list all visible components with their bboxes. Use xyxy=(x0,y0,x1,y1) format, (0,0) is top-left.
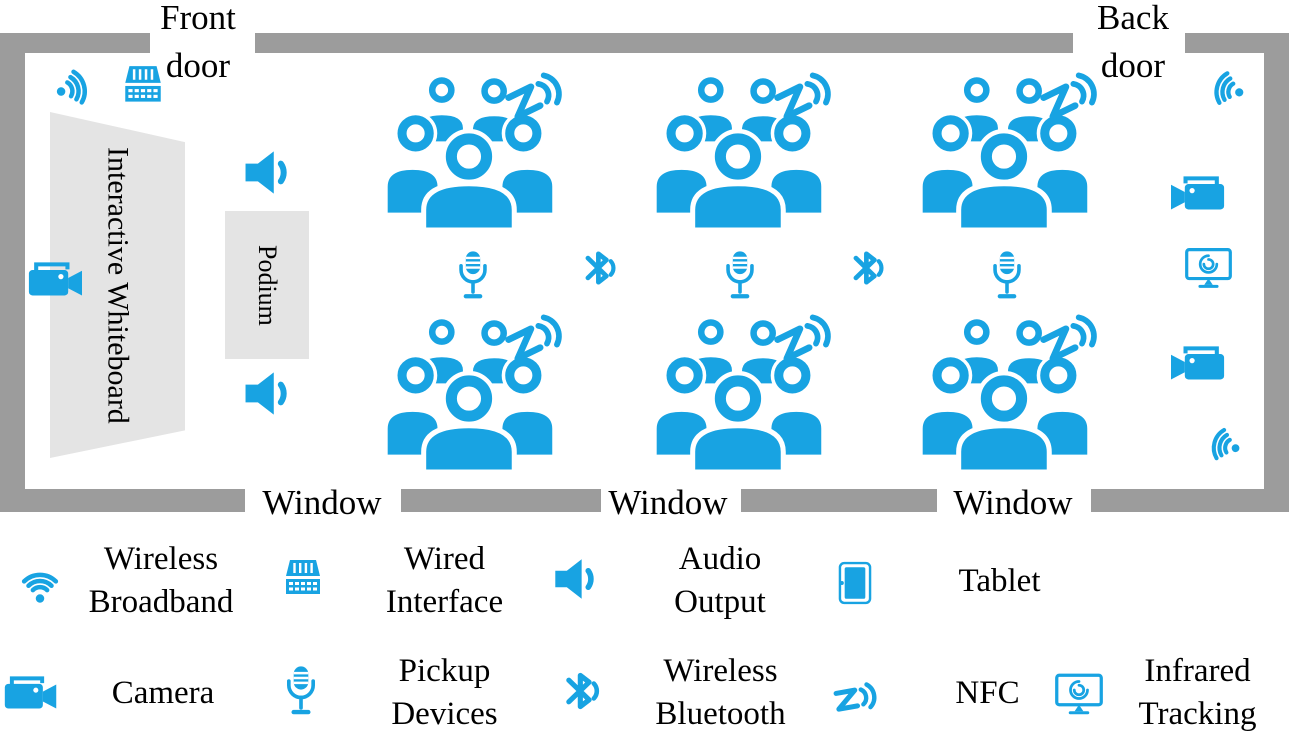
nfc-icon xyxy=(830,676,881,717)
tablet-icon xyxy=(838,560,872,606)
wifi-icon xyxy=(1194,59,1253,118)
infrared-monitor-icon xyxy=(1184,246,1233,292)
microphone-icon xyxy=(454,249,492,304)
speaker-icon xyxy=(242,366,302,421)
audience-group xyxy=(918,318,1100,472)
podium: Podium xyxy=(225,211,309,359)
window-label-2: Window xyxy=(608,483,728,522)
audience-group xyxy=(383,76,565,230)
legend-label-audio-output: Audio Output xyxy=(674,541,766,620)
camera-icon xyxy=(26,256,90,303)
microphone-icon xyxy=(721,249,759,304)
podium-label: Podium xyxy=(253,244,282,326)
bluetooth-icon xyxy=(578,242,620,294)
wall-top-middle xyxy=(255,33,1073,53)
audience-group xyxy=(918,76,1100,230)
camera-icon xyxy=(1163,340,1227,387)
camera-icon xyxy=(1163,170,1227,217)
legend-label-wireless-bluetooth: Wireless Bluetooth xyxy=(655,653,786,732)
legend-label-nfc: NFC xyxy=(955,674,1020,711)
speaker-icon xyxy=(552,554,608,604)
microphone-icon xyxy=(282,664,320,720)
legend-label-wired-interface: Wired Interface xyxy=(385,541,504,620)
bluetooth-icon xyxy=(846,242,888,294)
wall-left xyxy=(0,33,25,512)
wall-bottom-1 xyxy=(0,489,245,512)
back-door-label: Back door xyxy=(1097,0,1169,85)
wall-top-left xyxy=(0,33,150,53)
bluetooth-icon xyxy=(558,664,604,718)
wifi-icon xyxy=(1192,416,1248,472)
wall-top-right xyxy=(1185,33,1289,53)
legend-label-wireless-broadband: Wireless Broadband xyxy=(88,541,234,620)
front-door-label: Front door xyxy=(160,0,236,85)
wall-bottom-2 xyxy=(401,489,601,512)
legend-label-camera: Camera xyxy=(111,674,215,711)
audience-group xyxy=(652,318,834,472)
legend-label-infrared-tracking: Infrared Tracking xyxy=(1138,653,1257,732)
camera-icon xyxy=(2,670,64,716)
wired-interface-icon xyxy=(280,558,326,602)
window-label-1: Window xyxy=(262,483,382,522)
wall-bottom-3 xyxy=(741,489,937,512)
legend-label-tablet: Tablet xyxy=(958,562,1041,599)
speaker-icon xyxy=(242,145,302,200)
wall-bottom-4 xyxy=(1091,489,1289,512)
infrared-monitor-icon xyxy=(1054,672,1104,718)
wired-interface-icon xyxy=(119,64,167,110)
legend-label-pickup-devices: Pickup Devices xyxy=(391,653,498,732)
wall-right xyxy=(1264,33,1289,512)
audience-group xyxy=(652,76,834,230)
window-label-3: Window xyxy=(953,483,1073,522)
audience-group xyxy=(383,318,565,472)
whiteboard-label: Interactive Whiteboard xyxy=(101,146,135,424)
wifi-icon xyxy=(47,55,109,118)
microphone-icon xyxy=(988,249,1026,304)
